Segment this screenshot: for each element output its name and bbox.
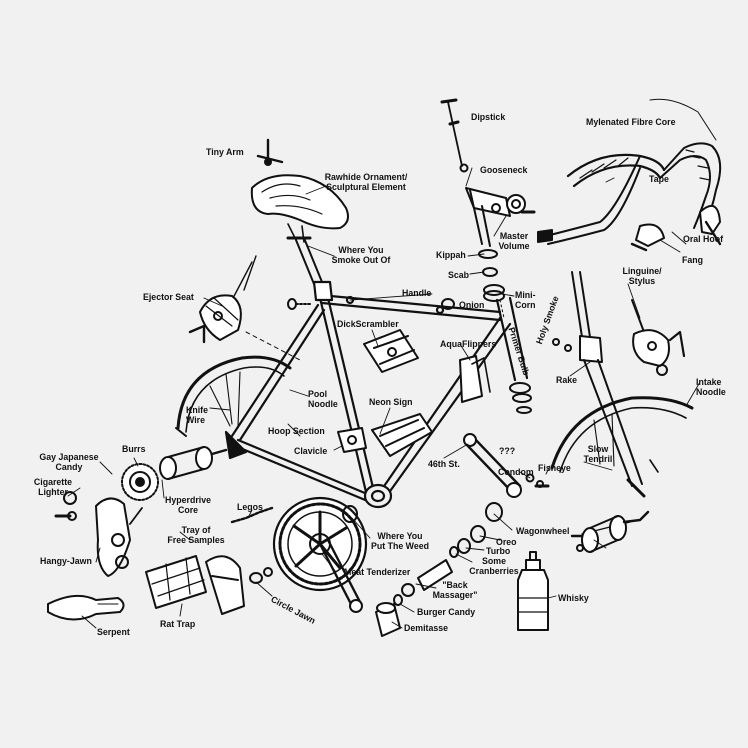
label-whisky: Whisky xyxy=(558,593,589,603)
derailleur-bolts xyxy=(54,491,77,521)
label-intake-noodle: Intake Noodle xyxy=(696,377,726,397)
label-linguine-stylus: Linguine/ Stylus xyxy=(622,266,662,286)
bottle-cage xyxy=(371,413,433,457)
crank-arm-left xyxy=(463,433,522,498)
shifters xyxy=(459,355,491,403)
fork xyxy=(571,271,646,498)
label-knife-wire: Knife Wire xyxy=(186,405,208,425)
brake-lever-right xyxy=(630,223,665,252)
label-slow-tendril: Slow Tendril xyxy=(583,444,613,464)
label-scab: Scab xyxy=(448,270,470,280)
rear-brake-cable xyxy=(245,331,301,361)
label-mini-corn: Mini- Corn xyxy=(515,290,536,310)
label-wagonwheel: Wagonwheel xyxy=(516,526,570,536)
label-turbo: Turbo xyxy=(486,546,511,556)
water-bottle xyxy=(517,551,549,631)
label-fisheye: Fisheye xyxy=(538,463,571,473)
brake-rear xyxy=(188,255,257,344)
label-hyperdrive-core: Hyperdrive Core xyxy=(165,495,211,515)
leader-lines xyxy=(67,167,701,629)
label-tape: Tape xyxy=(649,174,669,184)
pedal-lower xyxy=(145,555,207,609)
label-hoop-section: Hoop Section xyxy=(268,426,325,436)
label-dickscrambler: DickScrambler xyxy=(337,319,399,329)
brake-front xyxy=(631,299,686,376)
label-oral-hoof: Oral Hoof xyxy=(683,234,724,244)
label-oreo: Oreo xyxy=(496,537,517,547)
rear-fender xyxy=(175,355,292,437)
label-legos: Legos xyxy=(237,502,263,512)
toe-clip xyxy=(205,555,245,615)
frame xyxy=(224,280,529,509)
seat-bolt xyxy=(256,138,284,166)
label-master-volume: Master Volume xyxy=(498,231,530,251)
pedal-upper xyxy=(363,329,419,373)
label-back-massager: "Back Massager" xyxy=(432,580,478,600)
label-burrs: Burrs xyxy=(122,444,146,454)
label-onion: Onion xyxy=(459,300,485,310)
freewheel xyxy=(121,463,159,501)
label-hangy-jawn: Hangy-Jawn xyxy=(40,556,92,566)
label-where-you-put-the-weed: Where You Put The Weed xyxy=(370,531,429,551)
label-rat-trap: Rat Trap xyxy=(160,619,196,629)
label-aquaflippers: AquaFlippers xyxy=(440,339,497,349)
label-demitasse: Demitasse xyxy=(404,623,449,633)
toe-strap xyxy=(47,594,125,621)
label-cigarette-lighter: Cigarette Lighter xyxy=(33,477,73,497)
rear-derailleur xyxy=(95,497,143,577)
crank-arm xyxy=(318,538,363,613)
label-mylenated-fibre-core: Mylenated Fibre Core xyxy=(586,117,676,127)
pedal-washers xyxy=(249,567,273,584)
handlebar xyxy=(537,142,722,245)
seat-clamp-bolt xyxy=(287,298,313,310)
label-ejector-seat: Ejector Seat xyxy=(143,292,194,302)
label-fang: Fang xyxy=(682,255,704,265)
mylenated-leader xyxy=(649,98,717,141)
label-burger-candy: Burger Candy xyxy=(417,607,476,617)
dipstick-bolt xyxy=(440,98,469,173)
label-gooseneck: Gooseneck xyxy=(480,165,528,175)
label-rake: Rake xyxy=(556,375,578,385)
label-question-marks: ??? xyxy=(499,446,516,456)
chain xyxy=(230,506,274,524)
label-meat-tenderizer: Meat Tenderizer xyxy=(344,567,411,577)
seatpost xyxy=(286,236,323,285)
label-pool-noodle: Pool Noodle xyxy=(308,389,338,409)
label-where-you-smoke-out-of: Where You Smoke Out Of xyxy=(331,245,391,265)
label-neon-sign: Neon Sign xyxy=(369,397,413,407)
label-tiny-arm: Tiny Arm xyxy=(206,147,244,157)
label-rawhide-ornament: Rawhide Ornament/ Sculptural Element xyxy=(324,172,408,192)
label-kippah: Kippah xyxy=(436,250,466,260)
label-clavicle: Clavicle xyxy=(294,446,328,456)
brake-lever-left xyxy=(699,204,722,246)
label-serpent: Serpent xyxy=(97,627,130,637)
label-handle: Handle xyxy=(402,288,432,298)
front-hub xyxy=(570,510,650,553)
label-condom: Condom xyxy=(498,467,534,477)
label-some-cranberries: Some Cranberries xyxy=(469,556,519,576)
small-bolts xyxy=(525,338,572,488)
front-fender xyxy=(550,396,694,473)
label-tray-of-free-samples: Tray of Free Samples xyxy=(167,525,225,545)
bottom-bracket-parts xyxy=(342,502,503,637)
label-46th-st: 46th St. xyxy=(428,459,460,469)
stem xyxy=(465,187,536,247)
label-dipstick: Dipstick xyxy=(471,112,506,122)
rear-hub xyxy=(159,446,228,480)
front-derailleur xyxy=(337,427,367,453)
label-gay-japanese-candy: Gay Japanese Candy xyxy=(39,452,99,472)
